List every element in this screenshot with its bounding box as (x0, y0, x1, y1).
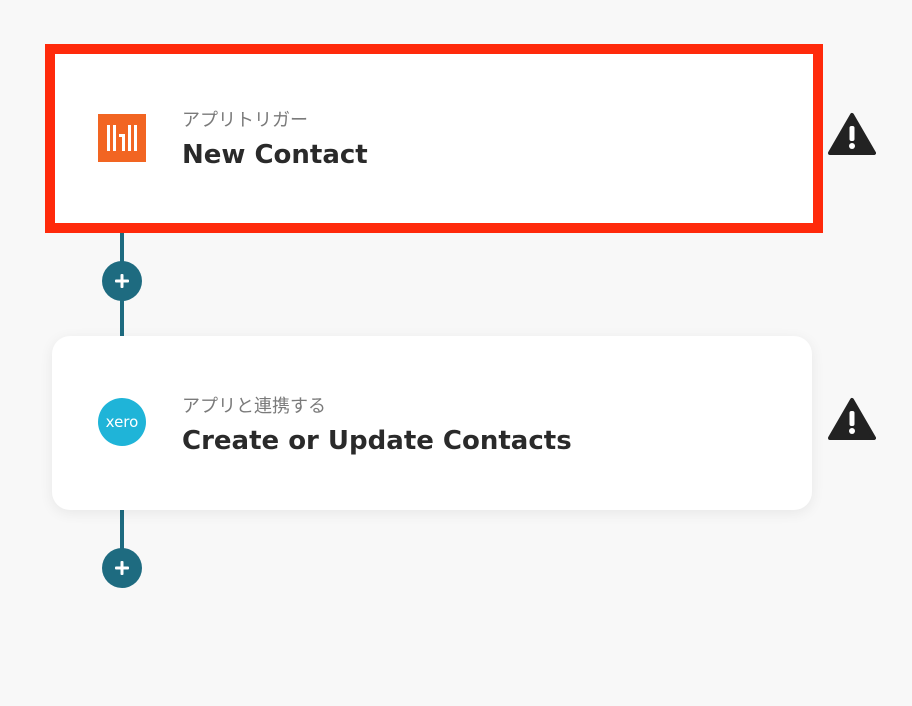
step-card-trigger[interactable]: アプリトリガー New Contact (45, 44, 823, 233)
step-title: Create or Update Contacts (182, 426, 572, 456)
add-step-button[interactable] (102, 261, 142, 301)
step-type-label: アプリトリガー (182, 110, 308, 131)
add-step-button[interactable] (102, 548, 142, 588)
step-title: New Contact (182, 140, 368, 170)
plus-icon (115, 274, 129, 288)
svg-text:xero: xero (106, 413, 139, 431)
step-card-action[interactable]: xero アプリと連携する Create or Update Contacts (52, 336, 812, 510)
step-type-label: アプリと連携する (182, 396, 326, 417)
plus-icon (115, 561, 129, 575)
xero-logo-icon: xero (98, 398, 146, 446)
flow-connector-line (120, 510, 124, 554)
warning-icon[interactable] (828, 112, 876, 156)
trigger-app-logo-icon (98, 114, 146, 162)
warning-icon[interactable] (828, 397, 876, 441)
